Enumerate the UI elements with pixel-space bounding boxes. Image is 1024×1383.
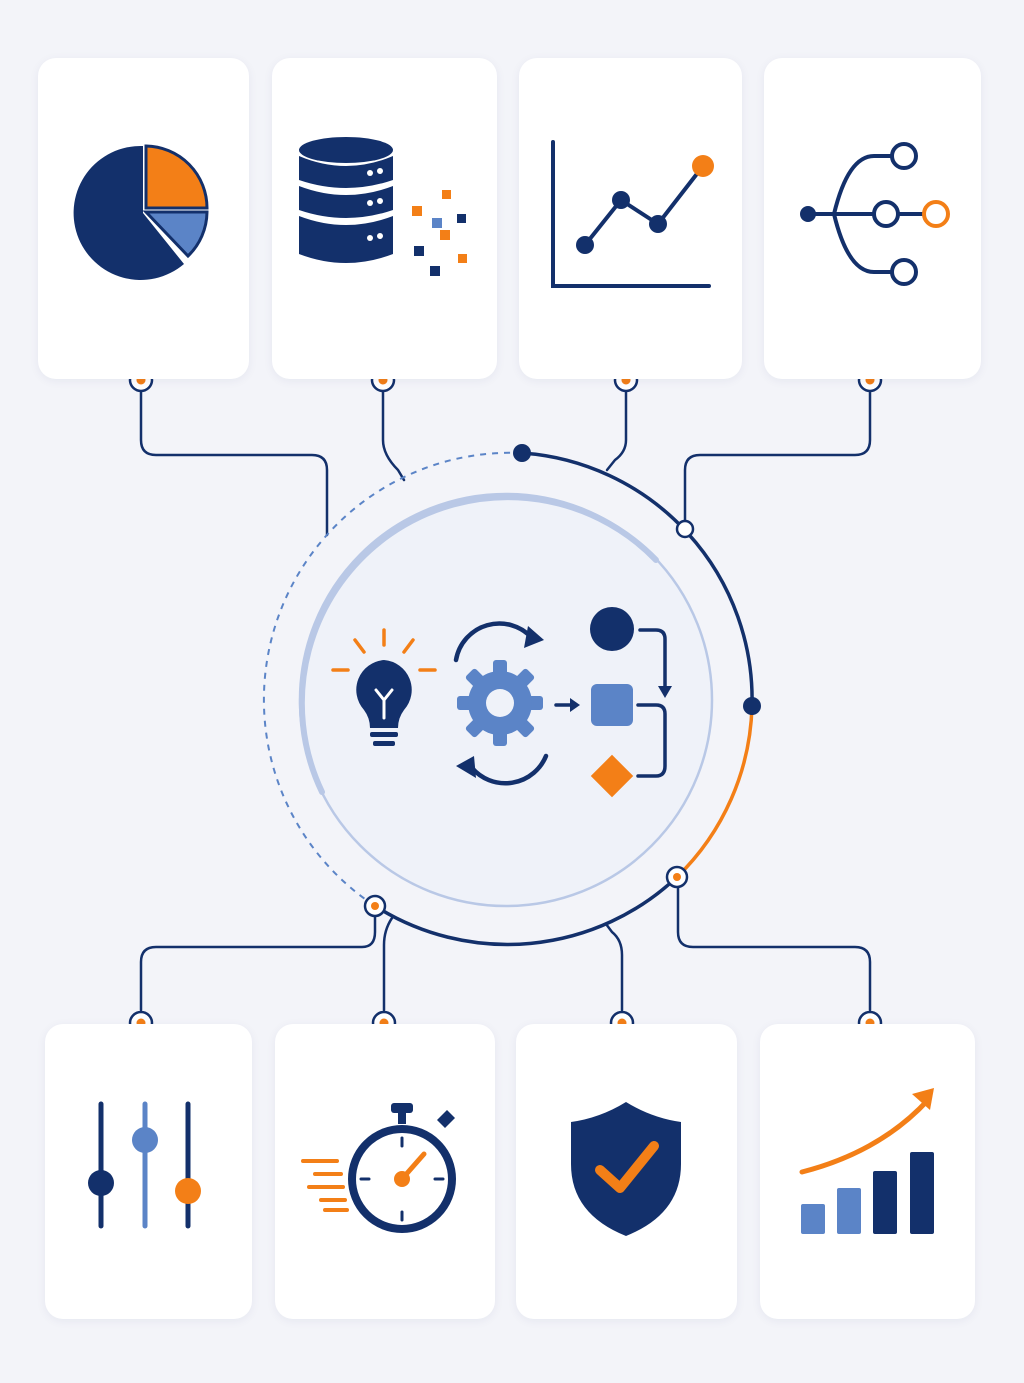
gear-cycle-icon: [453, 621, 549, 786]
card-growth-chart: [760, 1024, 975, 1319]
connector-top-1: [139, 390, 329, 537]
ring-node-upper-right: [675, 519, 695, 539]
connector-top-3: [605, 390, 628, 472]
database-icon: [299, 137, 467, 276]
pie-chart-icon: [73, 144, 209, 280]
card-database: [272, 58, 497, 379]
card-branching-network: [764, 58, 981, 379]
card-line-chart: [519, 58, 742, 379]
growth-chart-icon: [799, 1088, 934, 1234]
card-shield: [516, 1024, 737, 1319]
sliders-icon: [88, 1101, 201, 1229]
connector-bottom-2: [382, 916, 394, 1012]
stopwatch-icon: [301, 1103, 456, 1233]
hub-icons: [331, 607, 672, 798]
card-pie-chart: [38, 58, 249, 379]
hub-outer-dashed-arc: [262, 451, 523, 907]
connector-bottom-4: [676, 878, 872, 1012]
connector-bottom-1: [139, 906, 377, 1012]
line-chart-icon: [551, 140, 714, 288]
branching-network-icon: [800, 142, 950, 286]
hub-inner-arc-highlight: [298, 494, 659, 795]
connector-top-4: [683, 390, 872, 527]
connector-bottom-3: [604, 922, 624, 1012]
hub-outer-bottom-arc: [374, 875, 679, 947]
ring-node-right: [743, 697, 761, 715]
hub-outer-orange-arc: [675, 705, 754, 879]
card-stopwatch: [275, 1024, 495, 1319]
ring-node-top: [513, 444, 531, 462]
card-sliders: [45, 1024, 252, 1319]
lightbulb-icon: [331, 628, 437, 746]
flowchart-icon: [554, 607, 672, 798]
shield-check-icon: [571, 1102, 681, 1236]
connector-top-2: [381, 390, 406, 482]
